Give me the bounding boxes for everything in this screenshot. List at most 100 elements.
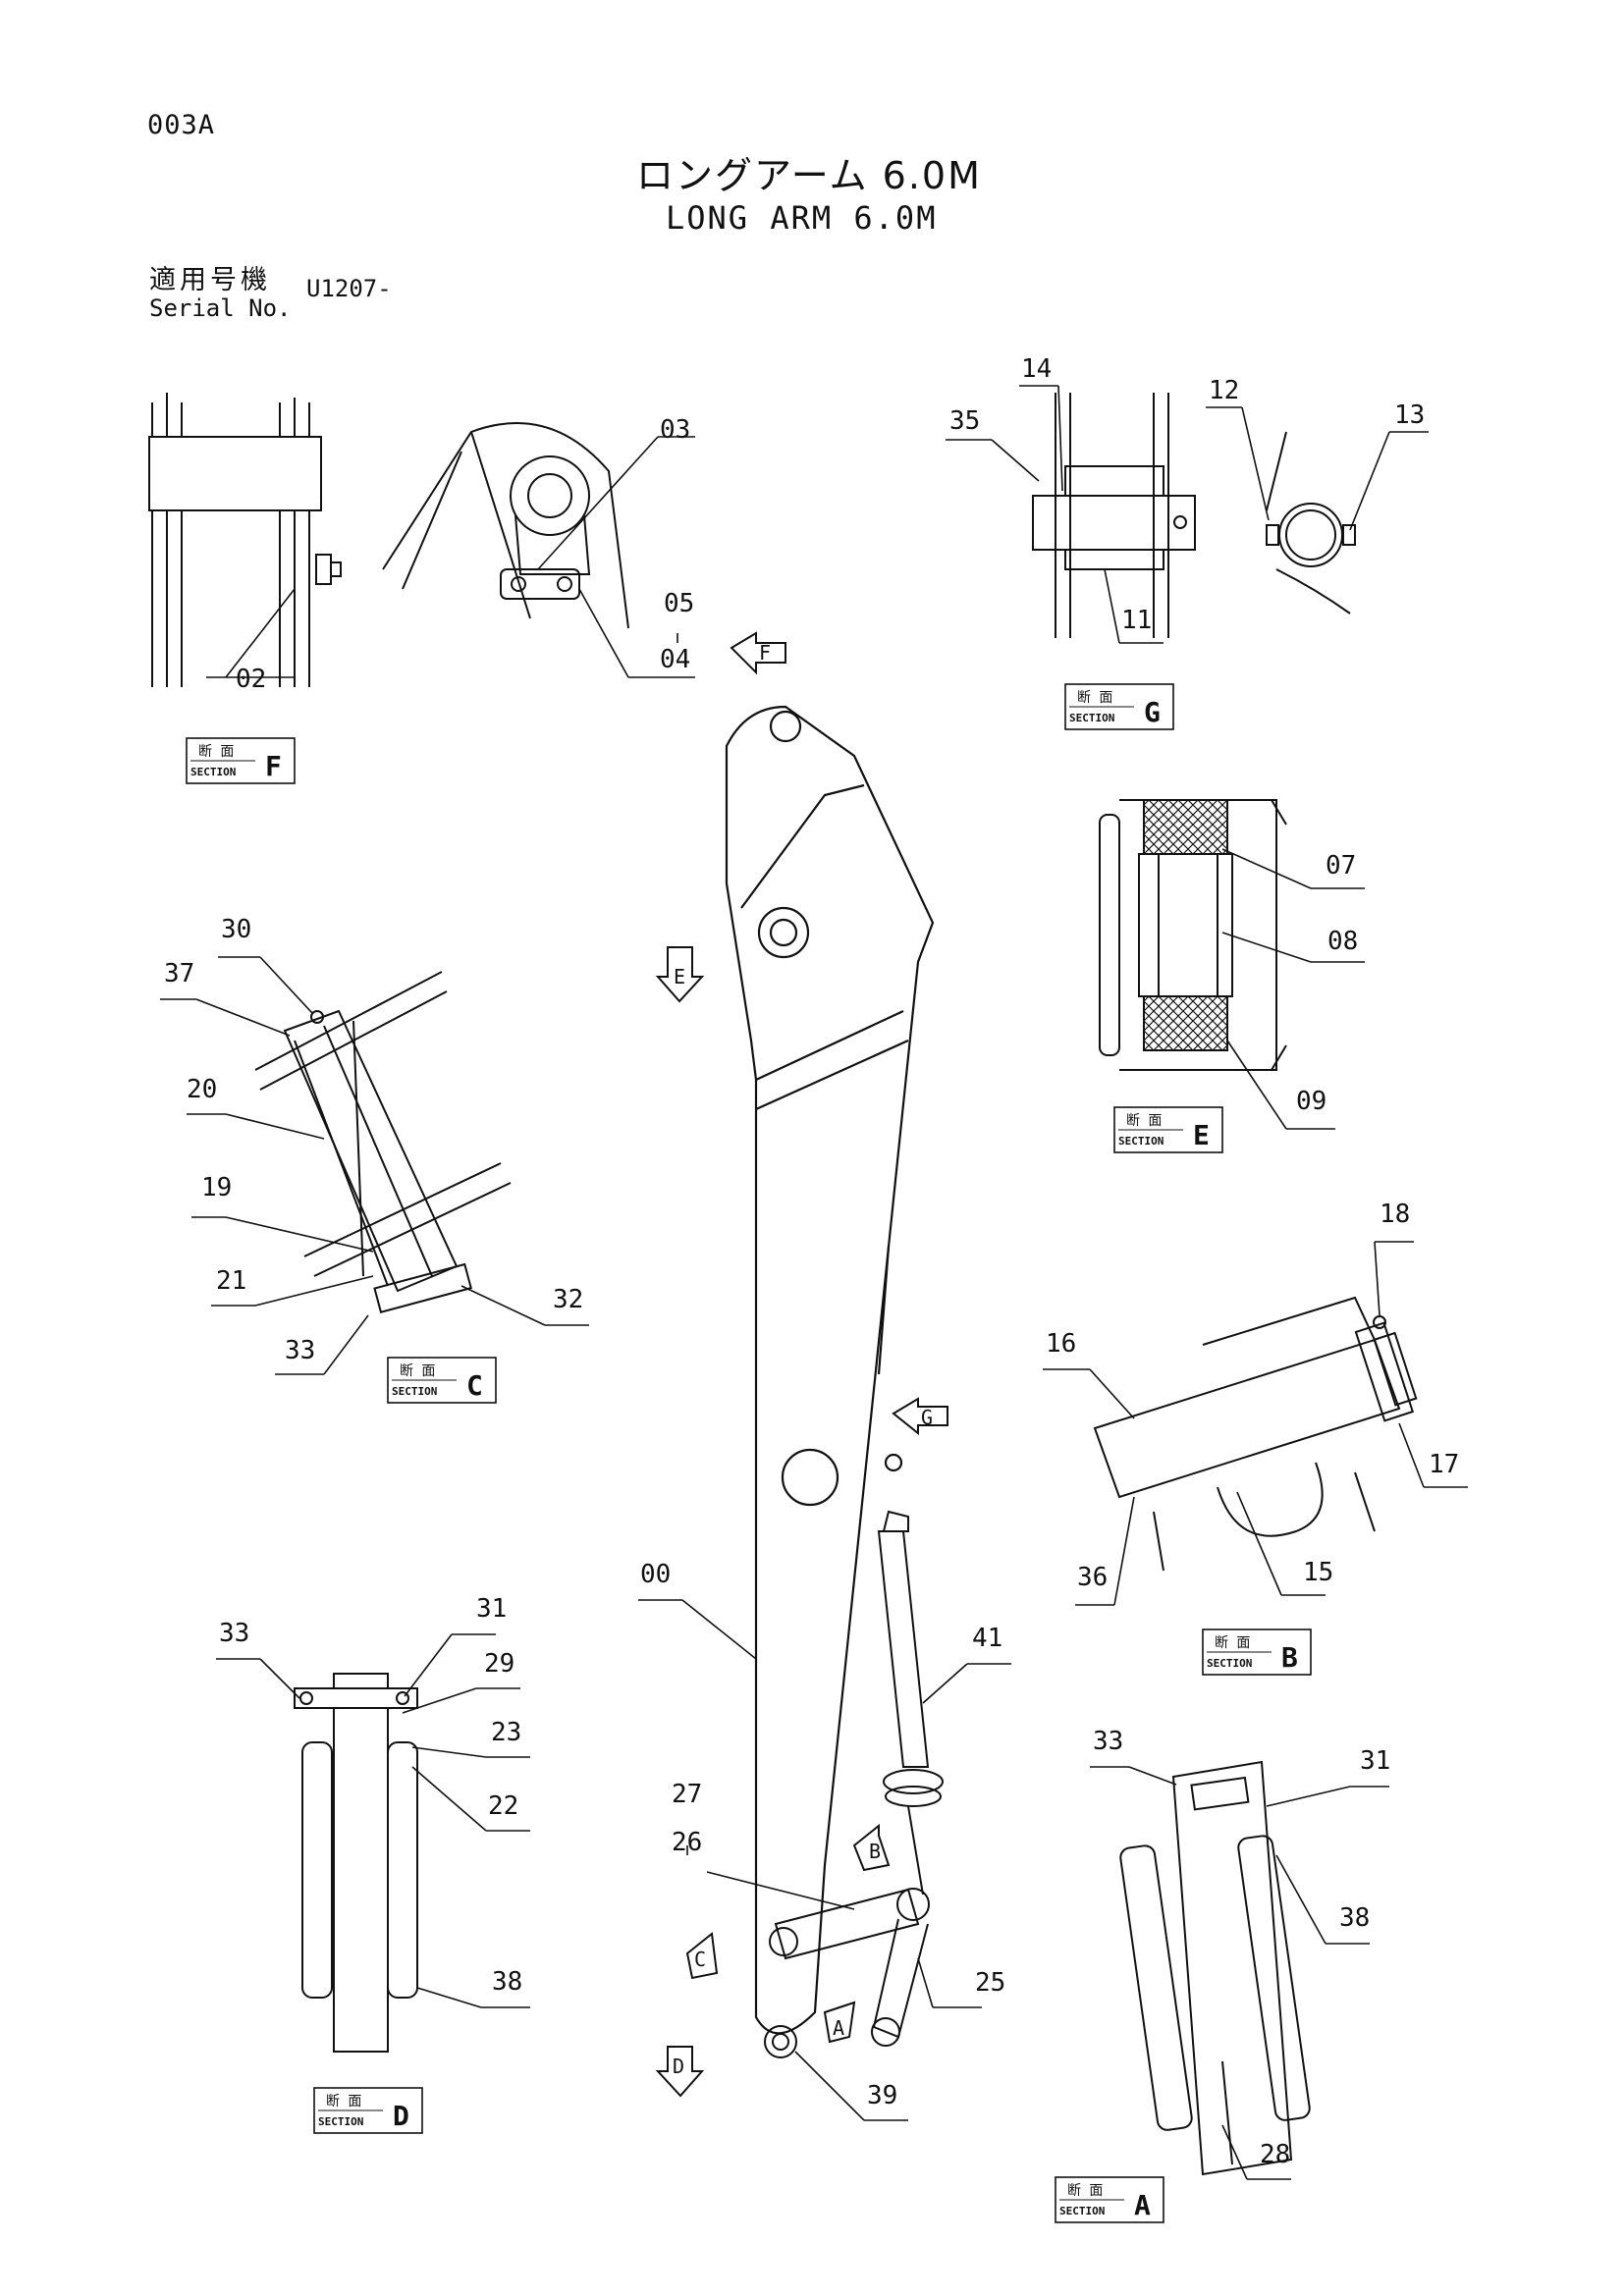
view-arrow-letter-c: C (694, 1948, 706, 1971)
callout-05: 05 (664, 589, 694, 618)
detail-section-g-pin (1032, 393, 1196, 638)
callout-36: 36 (1077, 1563, 1108, 1592)
section-label-jp: 断 面 (1067, 2183, 1103, 2199)
arm-cylinder (877, 1510, 944, 1896)
section-label-en: SECTION (1207, 1657, 1252, 1670)
callout-18: 18 (1380, 1200, 1410, 1229)
section-tag-f: 断 面 SECTION F (186, 737, 296, 784)
callout-39: 39 (867, 2081, 897, 2110)
callout-32: 32 (553, 1285, 583, 1314)
callout-35: 35 (949, 406, 980, 436)
serial-label-japanese: 適用号機 (149, 265, 271, 295)
section-label-en: SECTION (392, 1385, 437, 1398)
callout-21: 21 (216, 1266, 246, 1296)
arm-linkage (764, 1888, 930, 2058)
section-tag-g: 断 面 SECTION G (1064, 683, 1174, 730)
section-letter: B (1281, 1641, 1298, 1674)
section-label-jp: 断 面 (326, 2094, 361, 2109)
callout-17: 17 (1429, 1450, 1459, 1479)
section-label-jp: 断 面 (1126, 1113, 1162, 1129)
callout-26: 26 (672, 1828, 702, 1857)
section-label-jp: 断 面 (400, 1363, 435, 1379)
callout-41: 41 (972, 1624, 1002, 1653)
callout-09: 09 (1296, 1087, 1326, 1116)
section-letter: D (393, 2100, 409, 2132)
section-letter: E (1193, 1119, 1210, 1151)
detail-section-e-bushing (1099, 799, 1287, 1071)
view-arrow-a (823, 2001, 856, 2044)
section-label-jp: 断 面 (198, 744, 234, 760)
callout-14: 14 (1021, 354, 1052, 384)
callout-31: 31 (476, 1594, 507, 1624)
view-arrow-c (685, 1932, 719, 1980)
leader-lines (160, 385, 1468, 2180)
callout-30: 30 (221, 915, 251, 944)
view-arrow-letter-g: G (921, 1406, 933, 1429)
callout-11: 11 (1121, 606, 1152, 635)
callout-03: 03 (660, 415, 690, 445)
title-english: LONG ARM 6.0M (666, 199, 938, 237)
callout-38: 38 (1339, 1903, 1370, 1933)
callout-19: 19 (201, 1173, 232, 1202)
section-label-en: SECTION (1069, 712, 1114, 724)
view-arrow-letter-a: A (833, 2016, 844, 2040)
callout-33: 33 (285, 1336, 315, 1365)
view-arrow-g (892, 1397, 948, 1436)
title-japanese: ロングアーム 6.0M (636, 154, 982, 197)
section-label-jp: 断 面 (1215, 1635, 1250, 1651)
callout-23: 23 (491, 1718, 521, 1747)
callout-layer: 0203050414351213110708093037201921323318… (164, 354, 1459, 2169)
callout-08: 08 (1327, 927, 1358, 956)
view-arrow-letter-e: E (674, 965, 685, 988)
callout-29: 29 (484, 1649, 514, 1679)
view-arrows (655, 631, 948, 2098)
callout-37: 37 (164, 959, 194, 988)
view-arrow-b (852, 1823, 891, 1872)
detail-section-f-pin (148, 393, 342, 687)
section-tag-d: 断 面 SECTION D (313, 2087, 423, 2134)
detail-section-a-pin (1119, 1760, 1311, 2176)
section-label-en: SECTION (1118, 1135, 1164, 1148)
serial-label-english: Serial No. (149, 294, 292, 322)
callout-33: 33 (219, 1619, 249, 1648)
main-long-arm (725, 705, 935, 2035)
callout-31: 31 (1360, 1746, 1390, 1776)
section-tag-e: 断 面 SECTION E (1113, 1106, 1223, 1153)
callout-00: 00 (640, 1560, 671, 1589)
section-label-en: SECTION (190, 766, 236, 778)
section-letter: G (1144, 696, 1161, 728)
callout-22: 22 (488, 1791, 518, 1821)
callout-38: 38 (492, 1967, 522, 1997)
callout-28: 28 (1260, 2140, 1290, 2169)
section-letter: F (265, 750, 282, 782)
callout-12: 12 (1209, 376, 1239, 405)
detail-bracket-view (382, 422, 629, 629)
view-arrow-e (655, 946, 705, 1003)
section-letter: C (466, 1369, 483, 1402)
view-arrow-letter-d: D (673, 2055, 684, 2078)
detail-section-c-pin (254, 971, 512, 1313)
page-code: 003A (147, 110, 216, 140)
callout-15: 15 (1303, 1558, 1333, 1587)
section-tag-c: 断 面 SECTION C (387, 1357, 497, 1404)
detail-section-d-pin (294, 1673, 418, 2053)
detail-ring-nut (1266, 431, 1356, 614)
callout-33: 33 (1093, 1727, 1123, 1756)
view-arrow-letter-f: F (759, 641, 771, 665)
view-arrow-d (655, 2046, 705, 2098)
callout-27: 27 (672, 1780, 702, 1809)
section-label-jp: 断 面 (1077, 690, 1112, 706)
section-tag-b: 断 面 SECTION B (1202, 1629, 1312, 1676)
callout-04: 04 (660, 645, 690, 674)
callout-20: 20 (187, 1075, 217, 1104)
view-arrow-f (730, 631, 786, 675)
section-label-en: SECTION (318, 2115, 363, 2128)
callout-25: 25 (975, 1968, 1005, 1998)
section-letter: A (1134, 2189, 1151, 2221)
detail-section-b-pin (1093, 1296, 1418, 1572)
callout-02: 02 (236, 665, 266, 694)
